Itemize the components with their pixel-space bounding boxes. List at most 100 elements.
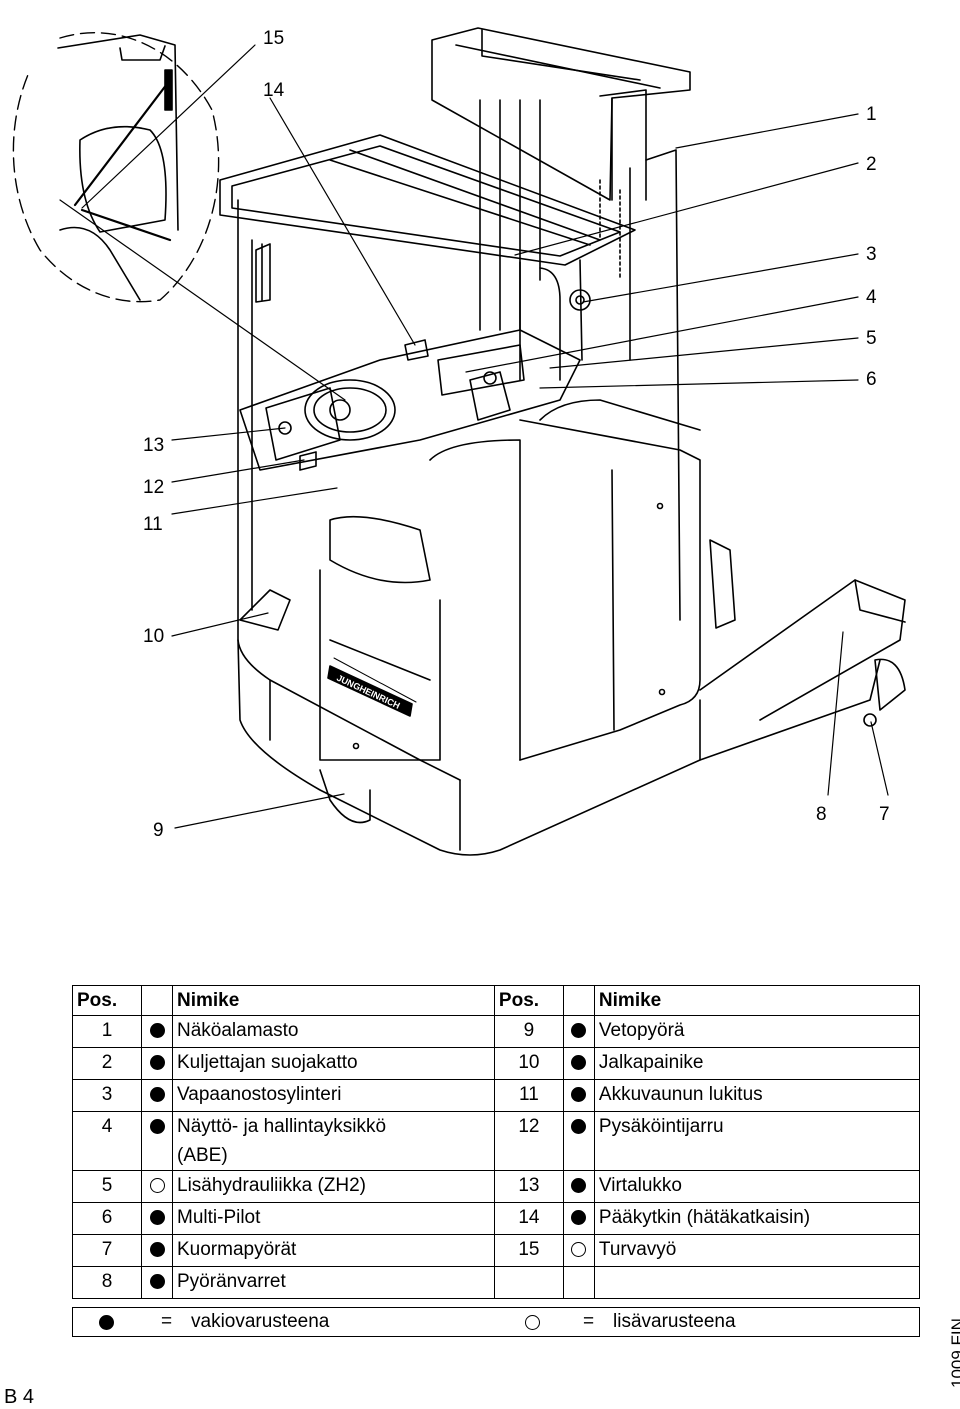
pos-cell: 8 [72, 1266, 142, 1299]
callout-12: 12 [143, 477, 165, 498]
callout-8: 8 [816, 804, 827, 825]
bullet-cell [562, 1170, 595, 1203]
callout-9: 9 [153, 820, 164, 841]
header-pos-a: Pos. [72, 985, 142, 1016]
seatbelt-detail [12, 32, 220, 303]
bullet-cell [141, 1079, 173, 1112]
bullet-cell [141, 1047, 173, 1080]
optional-bullet-icon [571, 1242, 587, 1257]
name-cell: Kuormapyörät [172, 1234, 495, 1267]
brand-plate: JUNGHEINRICH [327, 665, 413, 717]
name-cell: Pyöränvarret [172, 1266, 495, 1299]
key-equals-standard: = [161, 1311, 173, 1332]
legend-table: Pos. Nimike Pos. Nimike 1 Näköalamasto 9… [72, 985, 921, 1299]
pos-cell: 14 [493, 1202, 564, 1235]
callout-13: 13 [143, 435, 165, 456]
pos-cell [493, 1266, 564, 1299]
table-row: 7 Kuormapyörät 15 Turvavyö [72, 1234, 921, 1267]
callout-5: 5 [866, 328, 877, 349]
header-spacer-a [141, 985, 173, 1016]
bullet-cell [562, 1047, 595, 1080]
name-cell: Akkuvaunun lukitus [593, 1079, 921, 1112]
standard-bullet-icon [149, 1274, 165, 1289]
bullet-cell [141, 1234, 173, 1267]
table-header-row: Pos. Nimike Pos. Nimike [72, 985, 921, 1016]
name-cell: Vapaanostosylinteri [172, 1079, 495, 1112]
legend-key: = vakiovarusteena = lisävarusteena [72, 1307, 920, 1337]
name-cell: Kuljettajan suojakatto [172, 1047, 495, 1080]
pos-cell: 7 [72, 1234, 142, 1267]
standard-bullet-icon [571, 1210, 587, 1225]
pos-cell: 9 [493, 1015, 564, 1048]
name-cell: Jalkapainike [593, 1047, 921, 1080]
name-cell: Virtalukko [593, 1170, 921, 1203]
header-name-b: Nimike [593, 985, 921, 1016]
bullet-cell [141, 1170, 173, 1203]
pos-cell: 2 [72, 1047, 142, 1080]
page-label: B 4 [4, 1386, 35, 1408]
name-cell: Multi-Pilot [172, 1202, 495, 1235]
pos-cell: 5 [72, 1170, 142, 1203]
callout-14: 14 [263, 80, 285, 101]
table-row: 3 Vapaanostosylinteri 11 Akkuvaunun luki… [72, 1079, 921, 1112]
bullet-cell [562, 1079, 595, 1112]
standard-bullet-icon [149, 1210, 165, 1225]
name-cell: Näyttö- ja hallintayksikkö (ABE) [172, 1111, 495, 1171]
key-equals-optional: = [583, 1311, 595, 1332]
pos-cell: 1 [72, 1015, 142, 1048]
optional-bullet-icon [149, 1178, 165, 1193]
pos-cell: 3 [72, 1079, 142, 1112]
callout-1: 1 [866, 104, 877, 125]
name-cell: Lisähydrauliikka (ZH2) [172, 1170, 495, 1203]
standard-bullet-icon [149, 1055, 165, 1070]
pos-cell: 6 [72, 1202, 142, 1235]
brand-logo: JUNGHEINRICH [335, 673, 401, 711]
name-cell: Näköalamasto [172, 1015, 495, 1048]
header-pos-b: Pos. [493, 985, 564, 1016]
standard-bullet-icon [571, 1055, 587, 1070]
bullet-cell [562, 1202, 595, 1235]
bullet-cell [562, 1266, 595, 1299]
dashboard [239, 329, 581, 471]
standard-bullet-icon [149, 1087, 165, 1102]
seat-and-housing [319, 399, 736, 761]
wheel-arm [699, 579, 906, 727]
standard-bullet-icon [149, 1119, 165, 1134]
optional-bullet-icon [525, 1315, 540, 1330]
pos-cell: 15 [493, 1234, 564, 1267]
name-line-1: Näyttö- ja hallintayksikkö [177, 1116, 387, 1137]
name-cell [593, 1266, 921, 1299]
pos-cell: 10 [493, 1047, 564, 1080]
bullet-cell [141, 1015, 173, 1048]
table-row: 6 Multi-Pilot 14 Pääkytkin (hätäkatkaisi… [72, 1202, 921, 1235]
standard-bullet-icon [149, 1023, 165, 1038]
table-row: 8 Pyöränvarret [72, 1266, 921, 1299]
callout-15: 15 [263, 28, 285, 49]
name-line-2: (ABE) [177, 1145, 228, 1166]
standard-bullet-icon [149, 1242, 165, 1257]
pos-cell: 12 [493, 1111, 564, 1171]
pos-cell: 13 [493, 1170, 564, 1203]
bullet-cell [141, 1202, 173, 1235]
callout-3: 3 [866, 244, 877, 265]
key-standard-label: vakiovarusteena [191, 1311, 330, 1332]
table-row: 5 Lisähydrauliikka (ZH2) 13 Virtalukko [72, 1170, 921, 1203]
name-cell: Pääkytkin (hätäkatkaisin) [593, 1202, 921, 1235]
leader-lines [59, 44, 889, 829]
table-row: 1 Näköalamasto 9 Vetopyörä [72, 1015, 921, 1048]
bullet-cell [562, 1111, 595, 1171]
standard-bullet-icon [571, 1023, 587, 1038]
callout-6: 6 [866, 369, 877, 390]
callout-10: 10 [143, 626, 165, 647]
pos-cell: 4 [72, 1111, 142, 1171]
key-optional-label: lisävarusteena [613, 1311, 736, 1332]
chassis [237, 199, 881, 856]
standard-bullet-icon [99, 1315, 114, 1330]
overhead-guard [219, 134, 636, 381]
forklift-diagram: JUNGHEINRICH [12, 27, 906, 856]
callout-7: 7 [879, 804, 890, 825]
bullet-cell [562, 1234, 595, 1267]
name-cell: Turvavyö [593, 1234, 921, 1267]
standard-bullet-icon [571, 1178, 587, 1193]
table-row: 4 Näyttö- ja hallintayksikkö(ABE) 12 Pys… [72, 1111, 921, 1171]
